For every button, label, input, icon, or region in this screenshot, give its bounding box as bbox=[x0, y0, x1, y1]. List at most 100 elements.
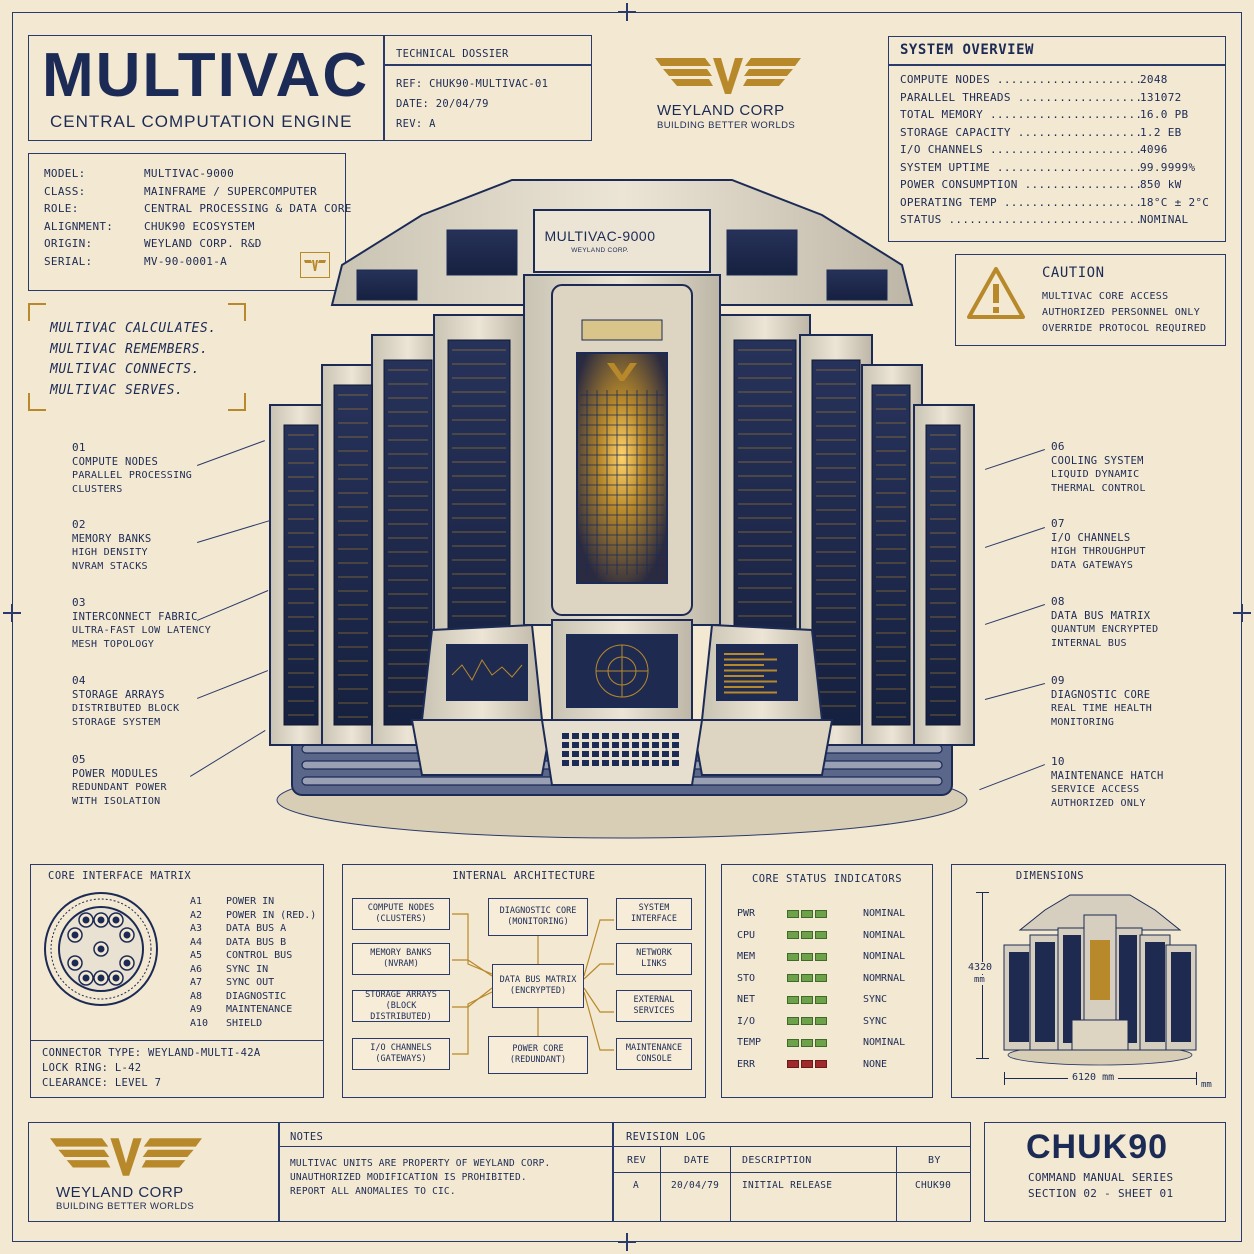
callout-detail: CLUSTERS bbox=[72, 484, 123, 495]
status-label: I/O bbox=[737, 1015, 756, 1027]
dossier-ref: REF: CHUK90-MULTIVAC-01 bbox=[396, 78, 549, 90]
status-heading: CORE STATUS INDICATORS bbox=[751, 873, 903, 885]
overview-key: TOTAL MEMORY bbox=[900, 108, 1140, 121]
status-led-icon bbox=[815, 1038, 827, 1047]
callout-title: MAINTENANCE HATCH bbox=[1051, 770, 1164, 782]
callout-title: I/O CHANNELS bbox=[1051, 532, 1131, 544]
caution-line: AUTHORIZED PERSONNEL ONLY bbox=[1042, 307, 1201, 318]
callout-title: INTERCONNECT FABRIC bbox=[72, 611, 198, 623]
pin-function: SYNC IN bbox=[226, 963, 269, 975]
overview-value: 2048 bbox=[1140, 73, 1168, 87]
overview-row: OPERATING TEMP18°C ± 2°C bbox=[900, 194, 1209, 212]
callout-detail: LIQUID DYNAMIC bbox=[1051, 469, 1140, 480]
arch-node-sub: CONSOLE bbox=[636, 1054, 672, 1064]
notes-line: MULTIVAC UNITS ARE PROPERTY OF WEYLAND C… bbox=[290, 1158, 551, 1169]
revision-col-description: DESCRIPTION bbox=[742, 1155, 812, 1166]
revision-col-date: DATE bbox=[684, 1155, 710, 1166]
arch-node-sub: (GATEWAYS) bbox=[375, 1054, 427, 1064]
status-led-icon bbox=[801, 995, 813, 1004]
motto-line: MULTIVAC REMEMBERS. bbox=[50, 341, 209, 357]
callout-detail: MONITORING bbox=[1051, 717, 1115, 728]
overview-row: STATUSNOMINAL bbox=[900, 211, 1209, 229]
status-led-group bbox=[787, 1017, 863, 1026]
callout-detail: ULTRA-FAST LOW LATENCY bbox=[72, 625, 212, 636]
specs-panel bbox=[28, 153, 346, 291]
status-led-group bbox=[787, 1060, 863, 1069]
overview-key: COMPUTE NODES bbox=[900, 73, 1140, 86]
arch-node-label: DATA BUS MATRIX bbox=[499, 975, 577, 985]
system-overview-panel bbox=[888, 36, 1226, 242]
pin-function: CONTROL BUS bbox=[226, 950, 293, 962]
architecture-panel bbox=[342, 864, 706, 1098]
series-line-2: SECTION 02 - SHEET 01 bbox=[1028, 1187, 1174, 1200]
status-led-icon bbox=[787, 995, 799, 1004]
caution-line: MULTIVAC CORE ACCESS bbox=[1042, 291, 1169, 302]
connector-type: CONNECTOR TYPE: WEYLAND-MULTI-42A bbox=[42, 1047, 261, 1059]
status-value: NONE bbox=[863, 1058, 888, 1070]
arch-left-node: MEMORY BANKS(NVRAM) bbox=[352, 943, 450, 975]
status-value: NOMINAL bbox=[863, 951, 906, 963]
series-line-1: COMMAND MANUAL SERIES bbox=[1028, 1171, 1174, 1184]
status-label: NET bbox=[737, 994, 756, 1006]
pin-id: A4 bbox=[190, 936, 203, 948]
dossier-rev: REV: A bbox=[396, 118, 436, 130]
spec-row: ORIGIN:WEYLAND CORP. R&D bbox=[44, 235, 352, 253]
footer-brand-name: WEYLAND CORP bbox=[56, 1184, 184, 1201]
overview-value: 131072 bbox=[1140, 90, 1182, 104]
arch-diagnostic-node: DIAGNOSTIC CORE(MONITORING) bbox=[488, 898, 588, 936]
spec-value: MAINFRAME / SUPERCOMPUTER bbox=[144, 184, 318, 198]
dossier-heading: TECHNICAL DOSSIER bbox=[396, 48, 509, 60]
spec-key: MODEL: bbox=[44, 167, 86, 181]
notes-heading: NOTES bbox=[290, 1131, 324, 1143]
warning-triangle-icon bbox=[967, 267, 1025, 319]
pin-function: DATA BUS B bbox=[226, 936, 287, 948]
motto-line: MULTIVAC CONNECTS. bbox=[50, 362, 200, 377]
spec-value: CENTRAL PROCESSING & DATA CORE bbox=[144, 202, 352, 216]
status-label: MEM bbox=[737, 951, 756, 963]
overview-row: COMPUTE NODES2048 bbox=[900, 71, 1209, 89]
spec-row: ROLE:CENTRAL PROCESSING & DATA CORE bbox=[44, 200, 352, 218]
overview-heading: SYSTEM OVERVIEW bbox=[900, 42, 1034, 58]
arch-node-label: SYSTEM bbox=[638, 903, 670, 913]
overview-key: SYSTEM UPTIME bbox=[900, 161, 1140, 174]
footer-brand-tagline: BUILDING BETTER WORLDS bbox=[56, 1201, 195, 1212]
overview-value: 16.0 PB bbox=[1140, 108, 1189, 122]
spec-key: ALIGNMENT: bbox=[44, 219, 114, 233]
core-interface-panel bbox=[30, 864, 324, 1098]
callout-number: 09 bbox=[1051, 674, 1065, 687]
arch-node-label: STORAGE ARRAYS bbox=[365, 989, 437, 1000]
callout-detail: DISTRIBUTED BLOCK bbox=[72, 703, 180, 714]
overview-key: I/O CHANNELS bbox=[900, 143, 1140, 156]
status-value: NOMINAL bbox=[863, 908, 906, 920]
lock-ring: LOCK RING: L-42 bbox=[42, 1062, 142, 1074]
callout-number: 05 bbox=[72, 753, 86, 766]
status-led-group bbox=[787, 952, 863, 961]
pin-id: A3 bbox=[190, 923, 203, 935]
arch-left-node: COMPUTE NODES(CLUSTERS) bbox=[352, 898, 450, 930]
arch-node-sub: (MONITORING) bbox=[507, 917, 569, 927]
status-label: STO bbox=[737, 972, 756, 984]
brand-name: WEYLAND CORP bbox=[657, 102, 785, 119]
arch-node-label: MEMORY BANKS bbox=[370, 948, 432, 958]
height-dimension-value: 4320 bbox=[968, 962, 993, 974]
callout-detail: STORAGE SYSTEM bbox=[72, 717, 161, 728]
pin-function: SYNC OUT bbox=[226, 977, 275, 989]
spec-row: CLASS:MAINFRAME / SUPERCOMPUTER bbox=[44, 183, 352, 201]
arch-node-label: COMPUTE NODES bbox=[367, 903, 435, 913]
clearance-level: CLEARANCE: LEVEL 7 bbox=[42, 1077, 162, 1089]
spec-value: WEYLAND CORP. R&D bbox=[144, 237, 262, 251]
status-led-icon bbox=[787, 974, 799, 983]
status-led-icon bbox=[801, 931, 813, 940]
status-value: SYNC bbox=[863, 1015, 888, 1027]
callout-number: 08 bbox=[1051, 595, 1065, 608]
